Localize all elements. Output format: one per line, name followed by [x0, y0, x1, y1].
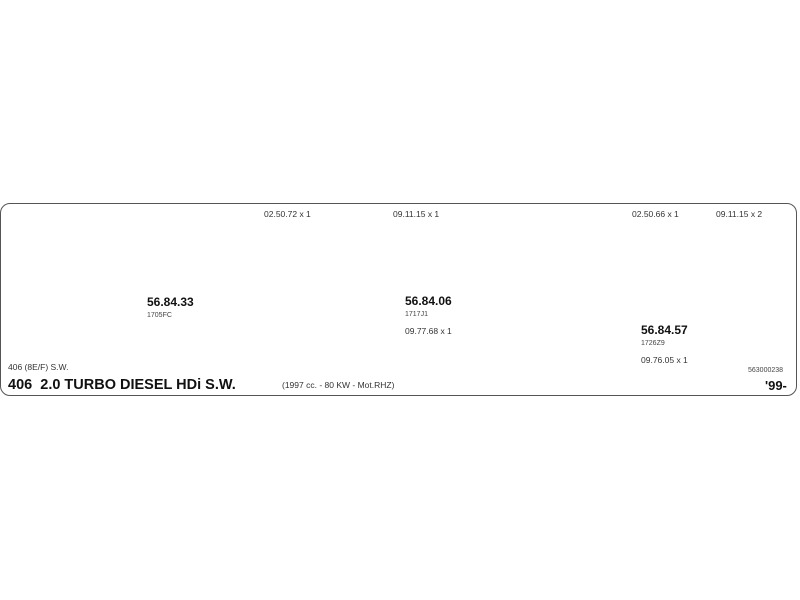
part-code: 1717J1: [405, 311, 428, 318]
part-accessory: 09.77.68 x 1: [405, 326, 452, 336]
accessory-label: 02.50.72 x 1: [264, 209, 311, 219]
accessory-label: 09.11.15 x 2: [716, 209, 763, 219]
model-year: '99-: [765, 378, 787, 393]
part-code: 1705FC: [147, 312, 172, 319]
part-accessory: 09.76.05 x 1: [641, 355, 688, 365]
part-number: 56.84.06: [405, 294, 452, 308]
vehicle-title: 406 2.0 TURBO DIESEL HDi S.W.: [8, 377, 236, 393]
accessory-label: 02.50.66 x 1: [632, 209, 679, 219]
accessory-label: 09.11.15 x 1: [393, 209, 440, 219]
catalog-number: 563000238: [748, 367, 784, 374]
model-label: 406 (8E/F) S.W.: [8, 362, 69, 372]
part-number: 56.84.57: [641, 323, 688, 337]
part-number: 56.84.33: [147, 295, 194, 309]
engine-spec: (1997 cc. - 80 KW - Mot.RHZ): [282, 380, 395, 390]
diagram-frame: [0, 203, 797, 396]
part-code: 1726Z9: [641, 340, 665, 347]
